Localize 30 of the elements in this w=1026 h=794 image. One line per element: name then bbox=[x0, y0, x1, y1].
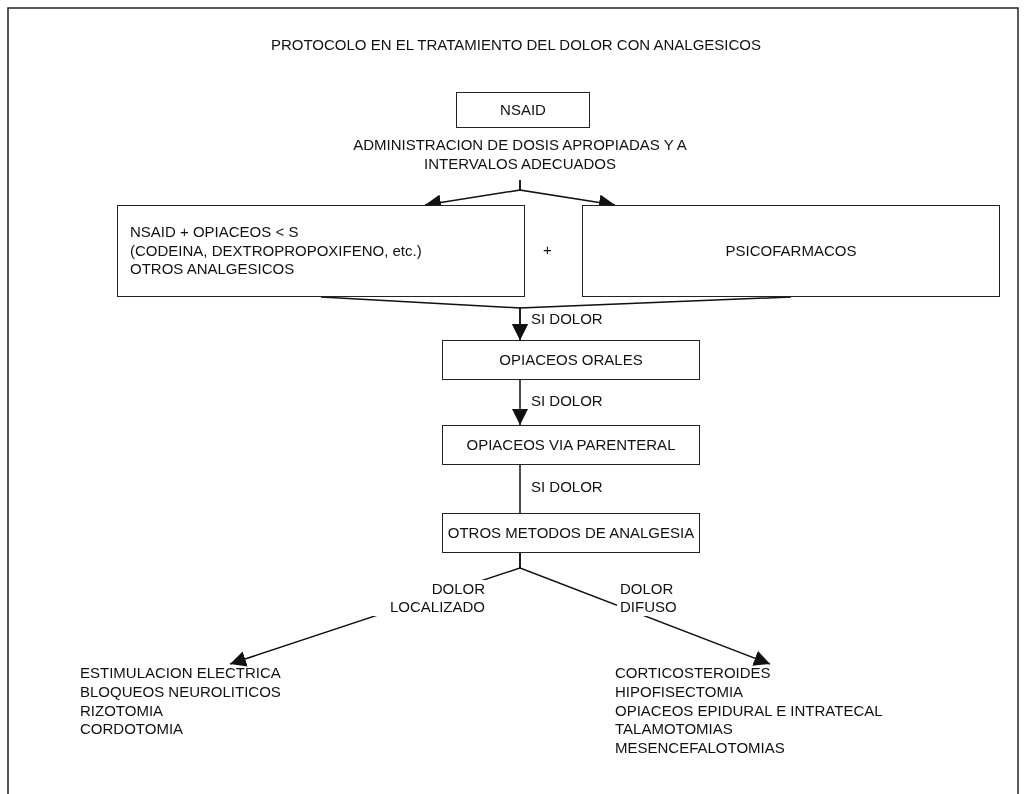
list-item-text: HIPOFISECTOMIA bbox=[615, 682, 745, 702]
arrow bbox=[512, 379, 528, 426]
box-text: OTROS ANALGESICOS bbox=[130, 260, 296, 280]
process-box bbox=[442, 513, 700, 553]
list-item-text: ESTIMULACION ELECTRICA bbox=[80, 664, 282, 683]
box-text: OTROS METODOS DE ANALGESIA bbox=[447, 523, 695, 543]
list-item-text: MESENCEFALOTOMIAS bbox=[615, 739, 786, 758]
process-box bbox=[442, 340, 700, 380]
box-text: (CODEINA, DEXTROPROPOXIFENO, etc.) bbox=[130, 241, 423, 261]
box-text: OPIACEOS VIA PARENTERAL bbox=[465, 435, 677, 455]
list-item-text: TALAMOTOMIAS bbox=[615, 720, 734, 739]
box-text: OPIACEOS ORALES bbox=[498, 350, 644, 370]
connector-line bbox=[519, 464, 521, 514]
box-text: NSAID bbox=[499, 100, 547, 120]
arrow bbox=[519, 552, 771, 666]
list-item-text: OPIACEOS EPIDURAL E INTRATECAL bbox=[615, 701, 884, 721]
process-box bbox=[442, 425, 700, 465]
list-item-text: CORDOTOMIA bbox=[80, 720, 185, 739]
list-item-text: CORTICOSTEROIDES bbox=[615, 664, 772, 683]
process-box bbox=[582, 205, 1000, 297]
diagram-title: PROTOCOLO EN EL TRATAMIENTO DEL DOLOR CON ANALGESICOS bbox=[269, 36, 763, 54]
edge-label: DOLOR LOCALIZADO bbox=[372, 580, 488, 616]
process-box bbox=[456, 92, 590, 128]
list-item-text: BLOQUEOS NEUROLITICOS bbox=[80, 682, 282, 702]
process-box bbox=[117, 205, 525, 297]
box-text: NSAID + OPIACEOS < S bbox=[130, 222, 300, 242]
plus-sign: + bbox=[542, 241, 553, 259]
box-text: PSICOFARMACOS bbox=[724, 241, 858, 261]
list-item-text: RIZOTOMIA bbox=[80, 701, 165, 721]
list-item-text: ADMINISTRACION DE DOSIS APROPIADAS Y A INTERVALOS ADECUADOS bbox=[352, 136, 688, 174]
